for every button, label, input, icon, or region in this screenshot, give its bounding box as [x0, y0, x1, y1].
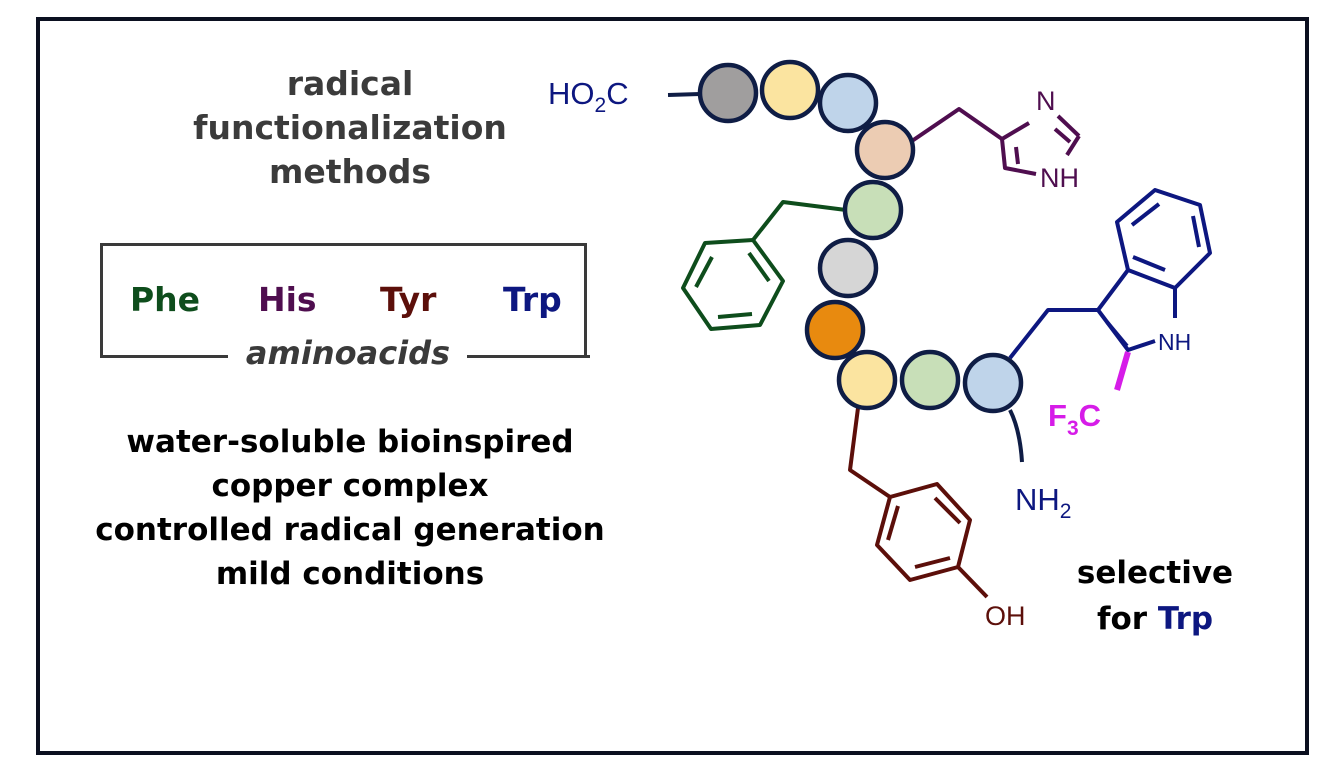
aminoacid-box-bottom-left [100, 355, 228, 358]
tyr-oh-bond [956, 565, 989, 599]
aminoacid-tyr: Tyr [380, 280, 437, 319]
bead-trp [962, 352, 1024, 414]
selectivity-prefix: for [1096, 601, 1148, 637]
trp-nh-label: NH [1158, 329, 1191, 355]
cf3-bond [1114, 351, 1131, 391]
his-ring-bond [1056, 114, 1081, 138]
heading-line-1: radical [286, 64, 414, 103]
phenylalanine-side-chain [681, 200, 847, 331]
selectivity-line-1: selective [1076, 555, 1234, 591]
trp-double-bond [1132, 255, 1166, 272]
bead-yellow [759, 59, 821, 121]
n-terminus-bond [1008, 409, 1024, 463]
his-ring-bond [1065, 134, 1081, 157]
tyr-double-bond [886, 505, 900, 541]
heading-line-3: methods [269, 152, 431, 191]
histidine-side-chain [907, 107, 1081, 176]
aminoacid-his: His [258, 280, 317, 319]
cf3-label: F3C [1048, 398, 1101, 440]
bead-gray [697, 62, 759, 124]
aminoacid-phe: Phe [130, 280, 201, 319]
selectivity-highlight: Trp [1157, 601, 1214, 637]
heading-line-2: functionalization [193, 108, 507, 147]
his-ring-double-bond [1053, 127, 1072, 144]
feature-item: controlled radical generation [95, 512, 605, 548]
c-terminus-label: HO2C [548, 76, 629, 117]
heading: radical functionalization methods [140, 62, 560, 194]
tyr-double-bond [914, 556, 951, 569]
aminoacid-trp: Trp [503, 280, 562, 319]
tyrosine-side-chain [848, 407, 989, 599]
his-ch2-bond [907, 107, 1004, 145]
feature-list: water-soluble bioinspired copper complex… [60, 420, 640, 596]
bead-light-gray [817, 237, 879, 299]
his-ring-double-bond [1014, 146, 1020, 165]
trp-double-bond [1130, 202, 1161, 227]
tyr-ch2-bond [848, 407, 892, 499]
phe-double-bond [747, 251, 771, 283]
trp-double-bond [1191, 215, 1201, 248]
selectivity-line-2: for Trp [1040, 596, 1270, 642]
feature-item: copper complex [211, 468, 489, 504]
trp-double-bond [1105, 320, 1129, 348]
phe-double-bond [694, 256, 714, 288]
his-nh-label: NH [1040, 163, 1079, 193]
tyr-double-bond [933, 496, 962, 525]
trp-pyrrole-bond [1096, 268, 1177, 318]
trp-benzene-ring [1115, 188, 1212, 290]
phe-double-bond [717, 312, 753, 319]
bead-tyr [836, 349, 898, 411]
bead-phe [842, 179, 904, 241]
his-ring-bond [1000, 138, 1037, 176]
tryptophan-side-chain [1008, 188, 1212, 360]
feature-item: mild conditions [215, 556, 485, 592]
aminoacid-box [100, 243, 587, 355]
his-n-label: N [1036, 86, 1056, 116]
figure-frame [36, 17, 1309, 755]
selectivity-note: selective for Trp [1040, 550, 1270, 642]
bead-orange [804, 299, 866, 361]
n-terminus-label: NH2 [1015, 482, 1071, 523]
phe-ring [681, 238, 785, 331]
aminoacid-box-bottom-right [467, 355, 590, 358]
trp-ch2-bond [1008, 308, 1098, 360]
bead-green [899, 349, 961, 411]
aminoacid-caption: aminoacids [245, 334, 451, 372]
bead-his [854, 119, 916, 181]
phe-ch2-bond [751, 200, 847, 242]
peptide-beads [697, 59, 1024, 414]
bead-blue [817, 72, 879, 134]
feature-item: water-soluble bioinspired [126, 424, 574, 460]
his-ring-bond [1000, 121, 1031, 141]
c-terminus-bond [667, 92, 701, 97]
tyr-oh-label: OH [985, 601, 1026, 631]
